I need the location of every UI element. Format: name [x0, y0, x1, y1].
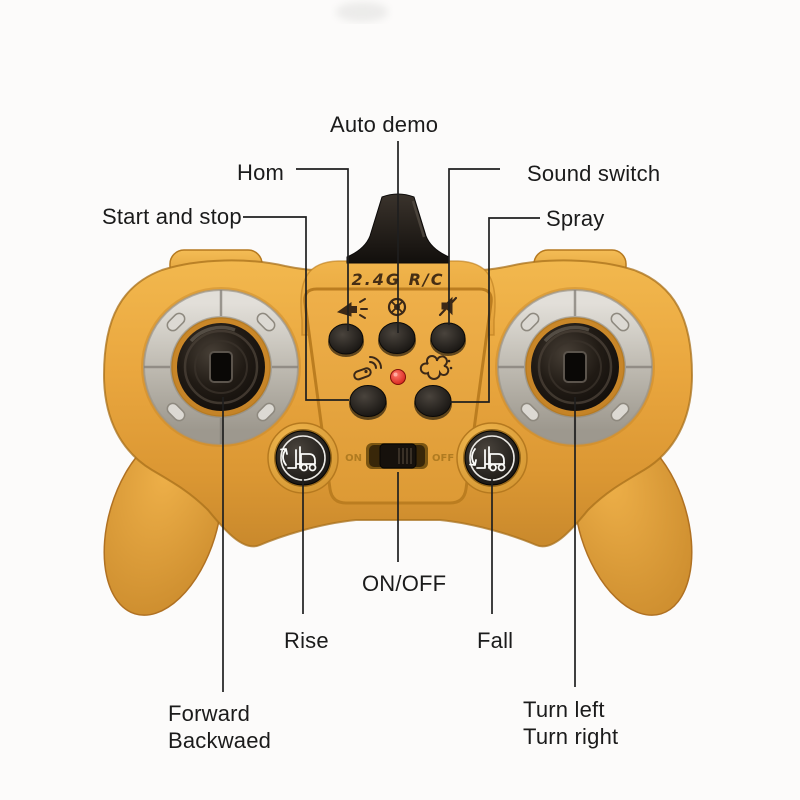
led-indicator — [390, 369, 406, 385]
auto-demo-button — [378, 322, 416, 357]
callout-label-turn-line1: Turn left — [523, 697, 605, 722]
callout-label-forward-line1: Forward — [168, 701, 251, 726]
callout-label-spray: Spray — [546, 206, 605, 231]
fall-button — [456, 422, 528, 494]
start-stop-icon — [353, 356, 382, 381]
callout-label-fall: Fall — [477, 628, 514, 653]
callout-label-start-stop: Start and stop — [102, 204, 242, 229]
start-stop-button — [349, 385, 387, 420]
spray-icon — [419, 355, 453, 380]
callout-lines — [222, 141, 576, 692]
switch-off-marking: OFF — [432, 453, 454, 464]
callout-label-sound-switch: Sound switch — [527, 161, 661, 186]
callout-line-spray — [450, 217, 540, 403]
background-smudge — [336, 2, 388, 22]
rise-button — [267, 422, 339, 494]
switch-on-marking: ON — [345, 453, 362, 464]
callout-label-turn-line2: Turn right — [523, 724, 619, 749]
callout-label-on-off: ON/OFF — [362, 571, 447, 596]
callout-line-sound-switch — [448, 168, 500, 325]
callout-label-forward-backward: Forward Backwaed — [168, 700, 271, 754]
callout-label-horn: Hom — [237, 160, 285, 185]
device-marking: 2.4G R/C — [352, 270, 445, 289]
power-slider: ON OFF — [345, 443, 454, 469]
left-joystick — [141, 287, 301, 447]
callout-label-rise: Rise — [284, 628, 329, 653]
callout-label-auto-demo: Auto demo — [330, 112, 439, 137]
forklift-up-icon — [280, 446, 317, 472]
forklift-down-icon — [469, 446, 506, 472]
callout-label-turn: Turn left Turn right — [523, 696, 618, 750]
sound-switch-button — [430, 322, 466, 356]
callout-label-forward-line2: Backwaed — [168, 728, 272, 753]
spray-button — [414, 385, 452, 420]
led-highlight — [393, 372, 398, 377]
callout-line-horn — [296, 168, 349, 331]
horn-button — [328, 323, 364, 357]
callout-line-start-stop — [243, 216, 349, 401]
